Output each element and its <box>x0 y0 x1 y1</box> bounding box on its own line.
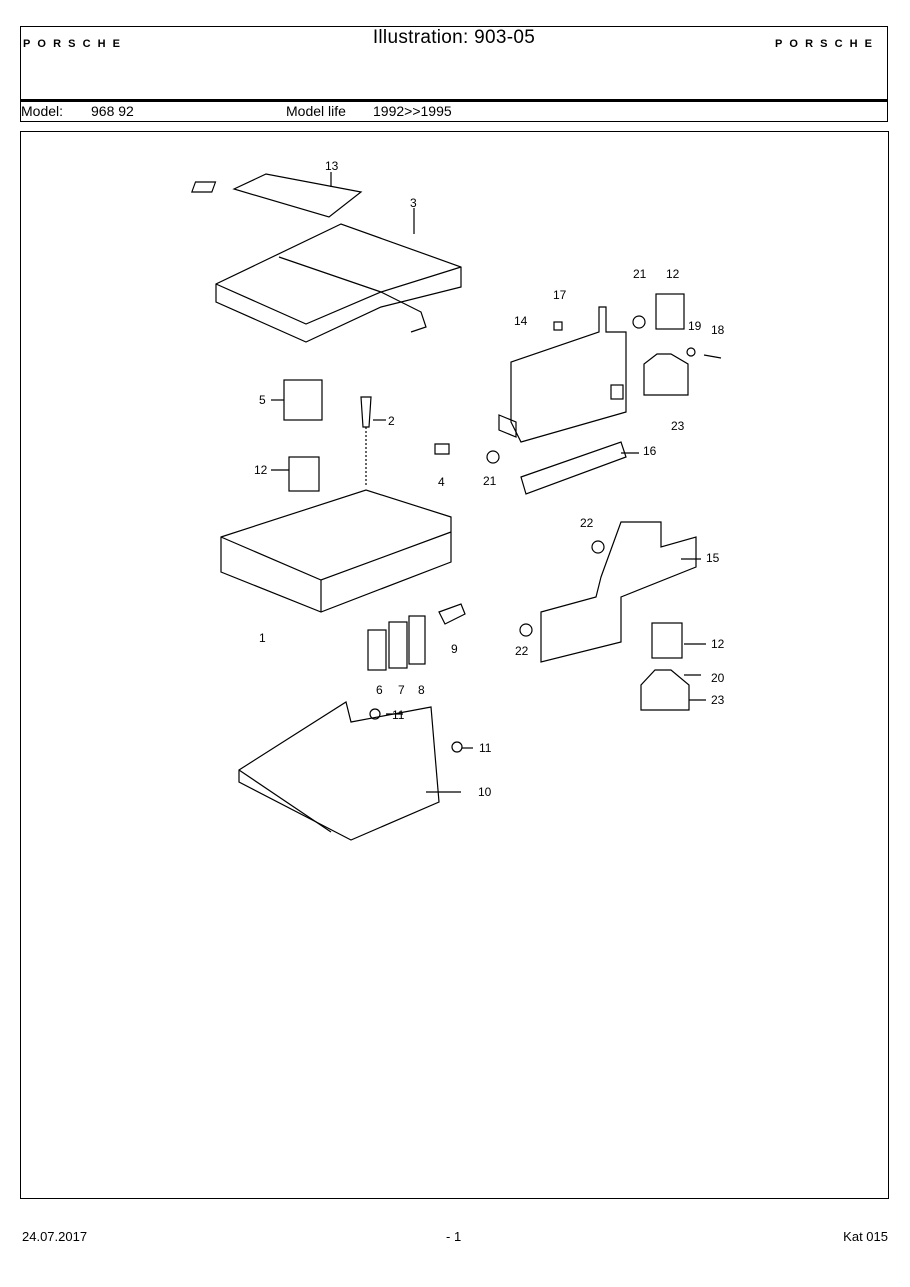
part-22-nut-top <box>591 540 605 554</box>
callout-15: 15 <box>706 551 720 565</box>
callout-22b: 22 <box>515 644 529 658</box>
part-19-washer <box>686 347 696 357</box>
parts-diagram: 13 3 17 21 12 14 19 18 5 2 23 4 21 16 12… <box>191 159 725 841</box>
header-box: PORSCHE PORSCHE Illustration: 903-05 Mod… <box>20 26 888 122</box>
part-5-relay <box>283 379 323 421</box>
part-22-nut-left <box>519 623 533 637</box>
part-12-relay-left <box>288 456 320 492</box>
porsche-logo-right: PORSCHE <box>775 38 875 49</box>
part-23-holder-lower <box>640 669 690 711</box>
callout-1: 1 <box>259 631 266 645</box>
model-label: Model: <box>21 103 64 119</box>
footer-catalog: Kat 015 <box>843 1229 888 1244</box>
part-8-block <box>408 615 426 665</box>
part-3-box-cover <box>215 223 462 343</box>
callout-17: 17 <box>553 288 567 302</box>
part-13-cover-plate <box>232 173 363 218</box>
part-10-tray <box>238 701 440 841</box>
callout-22: 22 <box>580 516 594 530</box>
callout-20: 20 <box>711 671 725 685</box>
part-1-electrics-box <box>220 489 452 613</box>
callout-12: 12 <box>666 267 680 281</box>
callout-23b: 23 <box>711 693 725 707</box>
part-15-bracket <box>540 521 697 663</box>
callout-7: 7 <box>398 683 405 697</box>
callout-23: 23 <box>671 419 685 433</box>
logo-text-left: PORSCHE <box>23 38 123 49</box>
footer-date: 24.07.2017 <box>22 1229 88 1244</box>
callout-5: 5 <box>259 393 266 407</box>
diagram-drawing <box>191 172 722 841</box>
callout-21: 21 <box>633 267 647 281</box>
callout-3: 3 <box>410 196 417 210</box>
part-18-screw <box>703 354 722 359</box>
model-life-value: 1992>>1995 <box>373 103 452 119</box>
part-14-bracket <box>510 306 627 443</box>
callout-labels: 13 3 17 21 12 14 19 18 5 2 23 4 21 16 12… <box>254 159 725 799</box>
part-17-clip <box>553 321 563 331</box>
callout-2: 2 <box>388 414 395 428</box>
porsche-logo-left: PORSCHE <box>23 38 123 49</box>
page-title: Illustration: 903-05 <box>372 27 536 48</box>
callout-12b: 12 <box>254 463 268 477</box>
callout-14: 14 <box>514 314 528 328</box>
callout-12c: 12 <box>711 637 725 651</box>
part-16-strip <box>520 441 627 495</box>
part-6-block <box>367 629 387 671</box>
callout-8: 8 <box>418 683 425 697</box>
callout-11: 11 <box>392 708 405 722</box>
part-12-relay-lower <box>651 622 683 659</box>
callout-19: 19 <box>688 319 702 333</box>
part-7-block <box>388 621 408 669</box>
logo-text-right: PORSCHE <box>775 38 875 49</box>
part-23-holder-top <box>643 353 689 396</box>
part-21-nut-mid <box>486 450 500 464</box>
part-4-fuse <box>434 443 450 455</box>
callout-21b: 21 <box>483 474 497 488</box>
illustration-frame: 13 3 17 21 12 14 19 18 5 2 23 4 21 16 12… <box>20 131 889 1199</box>
callout-6: 6 <box>376 683 383 697</box>
part-9-clip <box>438 603 466 625</box>
part-11-nut-left <box>369 708 381 720</box>
callout-13: 13 <box>325 159 339 173</box>
model-value: 968 92 <box>91 103 134 119</box>
callout-11b: 11 <box>479 741 492 755</box>
footer-page-number: - 1 <box>446 1229 462 1244</box>
part-2-probe <box>360 396 372 428</box>
part-12-relay-top <box>655 293 685 330</box>
model-life-label: Model life <box>286 103 346 119</box>
callout-16: 16 <box>643 444 657 458</box>
header-divider <box>21 99 887 102</box>
callout-18: 18 <box>711 323 725 337</box>
part-21-nut-top <box>632 315 646 329</box>
callout-4: 4 <box>438 475 445 489</box>
callout-10: 10 <box>478 785 492 799</box>
part-11-nut-right <box>451 741 463 753</box>
callout-9: 9 <box>451 642 458 656</box>
